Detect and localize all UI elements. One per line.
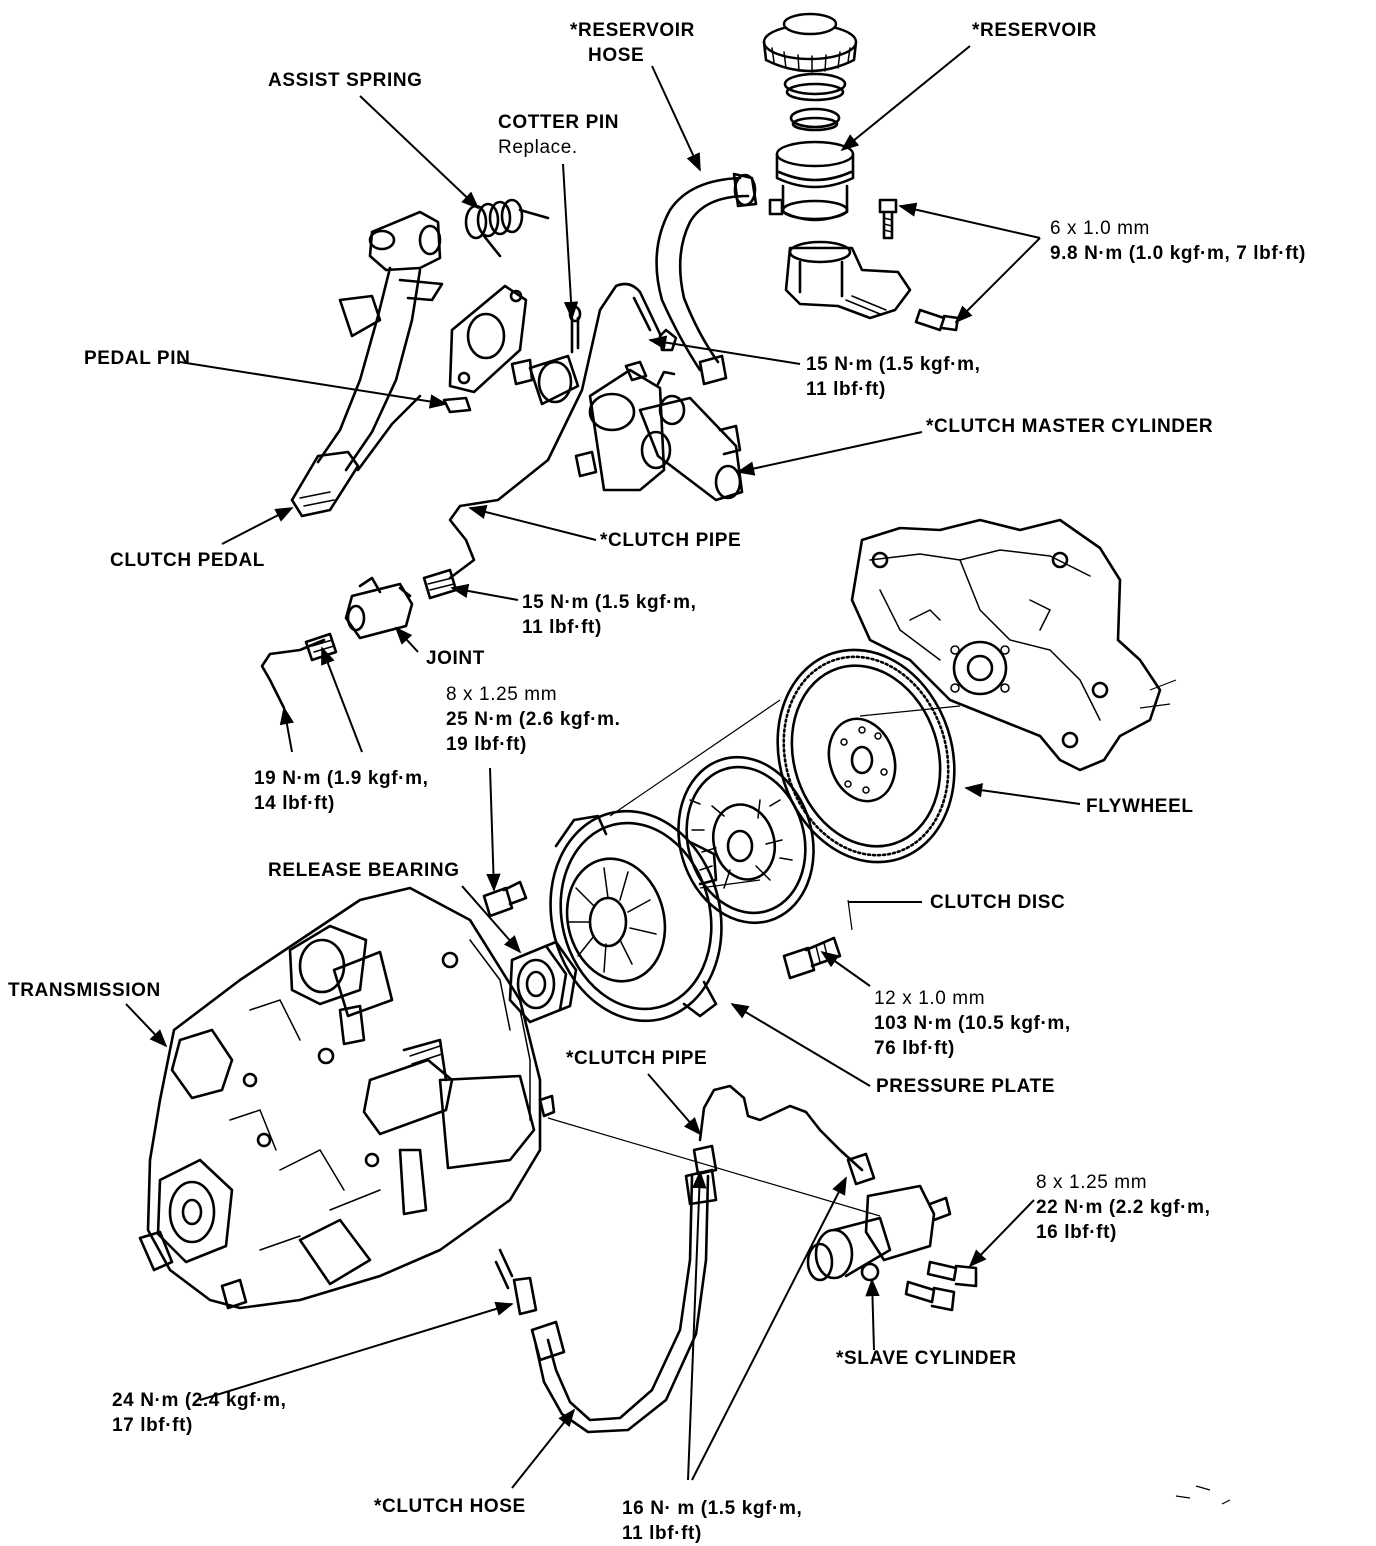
slave-bolt-torque: 22 N·m (2.2 kgf·m, [1036,1197,1211,1218]
cotter-pin-label-line1: COTTER PIN [498,112,620,133]
slave-bolt-torque-ft: 16 lbf·ft) [1036,1222,1117,1243]
pedal-pin-label: PEDAL PIN [84,348,191,369]
reservoir-bolt-size: 6 x 1.0 mm [1050,218,1150,239]
pressure-plate-bolt-drawing [482,880,528,918]
cotter-pin-label: COTTER PIN Replace. [498,110,619,160]
pedal-bracket-plate-drawing [448,284,528,394]
flywheel-label: FLYWHEEL [1086,796,1194,817]
reservoir-label: *RESERVOIR [972,20,1097,41]
flywheel-bolt-torque: 103 N·m (10.5 kgf·m, [874,1013,1071,1034]
hose-torque-line1: 24 N·m (2.4 kgf·m, [112,1390,287,1411]
reservoir-seal-rings-drawing [783,72,847,132]
pressure-plate-bolt-spec-label: 8 x 1.25 mm 25 N·m (2.6 kgf·m. 19 lbf·ft… [446,682,620,757]
engine-block-drawing [850,518,1177,772]
reservoir-body-drawing [768,140,855,222]
hose-torque-line2: 17 lbf·ft) [112,1415,193,1436]
reservoir-bracket-drawing [784,240,912,320]
joint-torque-line1: 15 N·m (1.5 kgf·m, [522,592,697,613]
cotter-pin-label-line2: Replace. [498,137,578,158]
pressure-plate-bolt-size: 8 x 1.25 mm [446,684,558,705]
reservoir-hose-label: *RESERVOIR HOSE [570,18,695,68]
slave-pipe-torque-label: 16 N· m (1.5 kgf·m, 11 lbf·ft) [622,1496,802,1546]
reservoir-hose-drawing [655,172,758,386]
reservoir-cap-drawing [762,12,858,73]
transmission-label: TRANSMISSION [8,980,161,1001]
clutch-pipe-lower-drawing [692,1084,876,1186]
pressure-plate-bolt-torque-ft: 19 lbf·ft) [446,734,527,755]
release-bearing-drawing [508,940,578,1024]
hose-joint-pipe-drawing [260,632,338,710]
clutch-disc-drawing [677,755,815,925]
clutch-master-cylinder-label: *CLUTCH MASTER CYLINDER [926,416,1214,437]
reservoir-hose-label-line1: *RESERVOIR [570,20,695,41]
hose-joint-torque-line2: 14 lbf·ft) [254,793,335,814]
transmission-drawing [138,886,556,1310]
alignment-lines [547,699,1231,1505]
flywheel-bolt-spec-label: 12 x 1.0 mm 103 N·m (10.5 kgf·m, 76 lbf·… [874,986,1071,1061]
joint-torque-line2: 11 lbf·ft) [522,617,602,638]
clutch-master-cylinder-drawing [574,328,744,502]
clutch-hose-drawing [494,1168,718,1434]
reservoir-hose-label-line2: HOSE [588,45,645,66]
reservoir-bolt-drawing [878,198,960,332]
leader-arrows [125,45,1081,1489]
clutch-disc-label: CLUTCH DISC [930,892,1066,913]
clutch-hose-label: *CLUTCH HOSE [374,1496,526,1517]
slave-bolt-size: 8 x 1.25 mm [1036,1172,1148,1193]
flywheel-bolt-torque-ft: 76 lbf·ft) [874,1038,955,1059]
slave-cylinder-label: *SLAVE CYLINDER [836,1348,1017,1369]
master-pipe-torque-line2: 11 lbf·ft) [806,379,886,400]
slave-pipe-torque-line1: 16 N· m (1.5 kgf·m, [622,1498,803,1519]
hose-torque-label: 24 N·m (2.4 kgf·m, 17 lbf·ft) [112,1388,286,1438]
clutch-pipe-lower-label: *CLUTCH PIPE [566,1048,708,1069]
joint-label: JOINT [426,648,485,669]
master-pipe-torque-line1: 15 N·m (1.5 kgf·m, [806,354,981,375]
assist-spring-drawing [464,198,550,258]
clutch-pedal-label: CLUTCH PEDAL [110,550,265,571]
slave-bolt-spec-label: 8 x 1.25 mm 22 N·m (2.2 kgf·m, 16 lbf·ft… [1036,1170,1210,1245]
pedal-pin-bushing-drawing [442,354,580,414]
reservoir-bolt-spec-label: 6 x 1.0 mm 9.8 N·m (1.0 kgf·m, 7 lbf·ft) [1050,216,1306,266]
master-pipe-torque-label: 15 N·m (1.5 kgf·m, 11 lbf·ft) [806,352,980,402]
flywheel-drawing [776,648,956,864]
hose-joint-torque-label: 19 N·m (1.9 kgf·m, 14 lbf·ft) [254,766,428,816]
slave-pipe-torque-line2: 11 lbf·ft) [622,1523,702,1544]
clutch-pipe-upper-label: *CLUTCH PIPE [600,530,742,551]
reservoir-bolt-torque: 9.8 N·m (1.0 kgf·m, 7 lbf·ft) [1050,243,1306,264]
pressure-plate-drawing [549,809,723,1023]
release-bearing-label: RELEASE BEARING [268,860,460,881]
joint-drawing [344,576,414,640]
assist-spring-label: ASSIST SPRING [268,70,423,91]
flywheel-bolt-size: 12 x 1.0 mm [874,988,986,1009]
clutch-pedal-drawing [290,210,444,518]
pressure-plate-label: PRESSURE PLATE [876,1076,1056,1097]
hose-joint-torque-line1: 19 N·m (1.9 kgf·m, [254,768,429,789]
slave-cylinder-bolts-drawing [904,1260,978,1312]
joint-torque-label: 15 N·m (1.5 kgf·m, 11 lbf·ft) [522,590,696,640]
pressure-plate-bolt-torque: 25 N·m (2.6 kgf·m. [446,709,621,730]
